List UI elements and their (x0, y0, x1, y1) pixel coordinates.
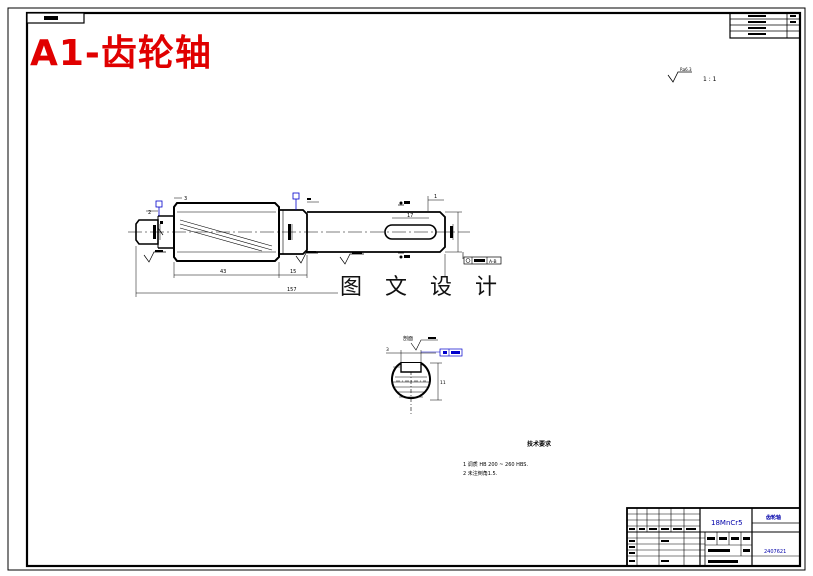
roughness-note: Ra6.3 1 : 1 (667, 67, 717, 83)
dimension-texts: 157 43 15 3 2 1 17 (148, 194, 437, 293)
technical-requirements: 技术要求 1 调质 HB 200 ~ 260 HBS. 2 未注倒角1.5. (463, 440, 552, 477)
page-title: A1-齿轮轴 (30, 33, 212, 74)
section-height-dim: 11 (440, 380, 446, 386)
watermark-text: 图 文 设 计 (338, 275, 507, 301)
shaft-main-view (128, 202, 470, 262)
shaft-roughness-labels (155, 198, 410, 259)
title-block-part-name: 齿轮轴 (766, 514, 781, 521)
dim-overall-length: 157 (287, 287, 297, 293)
dim-shoulder-length: 15 (290, 269, 296, 275)
roughness-value: Ra6.3 (680, 67, 692, 72)
shaft-roughness-symbols (143, 204, 404, 265)
tech-req-item-2: 2 未注倒角1.5. (463, 470, 498, 477)
tech-req-item-1: 1 调质 HB 200 ~ 260 HBS. (463, 461, 528, 468)
title-block-code: 2407621 (764, 549, 786, 555)
tech-req-title: 技术要求 (527, 440, 552, 448)
tolerance-frame: A-B (462, 252, 502, 265)
title-block-marks (629, 528, 750, 563)
dim-chamfer-c: 1 (434, 194, 437, 200)
section-label: 剖面 (403, 335, 413, 342)
top-right-table (729, 12, 801, 39)
inner-frame (25, 11, 802, 568)
title-block (626, 507, 801, 567)
tolerance-datum-ref: A-B (489, 259, 497, 265)
top-left-code-box (26, 12, 85, 24)
section-view: 剖面 3 11 (386, 335, 463, 414)
dim-keyway-length: 17 (407, 213, 413, 219)
title-block-material: 18MnCr5 (711, 519, 743, 527)
dim-chamfer-a: 3 (184, 196, 187, 202)
section-width-dim: 3 (386, 347, 389, 353)
scale-note: 1 : 1 (703, 76, 717, 83)
dim-chamfer-b: 2 (148, 210, 151, 216)
outer-border (7, 7, 806, 571)
dim-middle-length: 43 (220, 269, 226, 275)
diameter-texts (153, 224, 454, 240)
datum-markers (155, 192, 300, 216)
